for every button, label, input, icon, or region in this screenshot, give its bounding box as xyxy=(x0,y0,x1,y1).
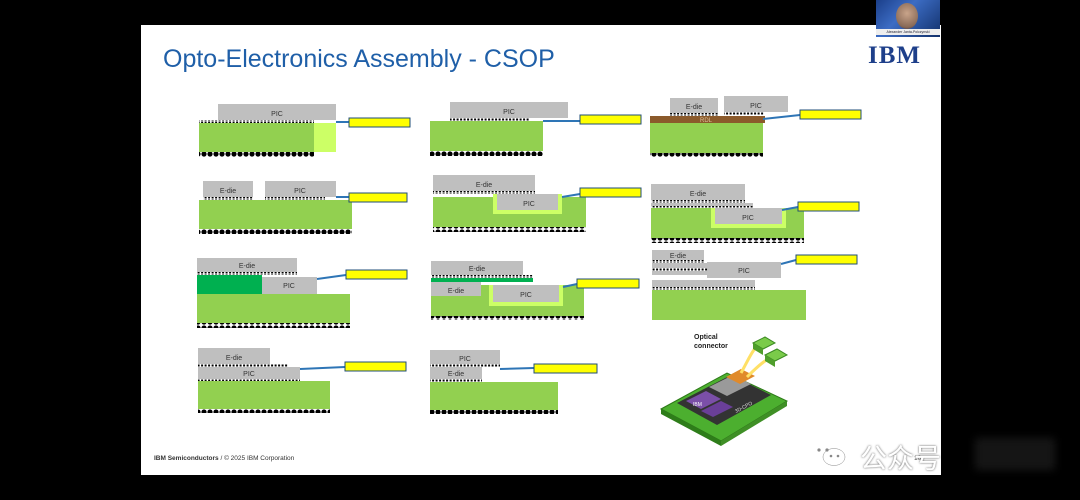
optical-connector-illustration: Optical connector IBM 3D-CPO xyxy=(659,334,789,446)
diagram-r3c1: E-die PIC xyxy=(197,258,408,328)
svg-text:PIC: PIC xyxy=(503,109,515,116)
svg-text:E-die: E-die xyxy=(686,104,702,111)
diagram-r4c2: PIC E-die xyxy=(430,350,598,414)
diagram-r1c1: PIC xyxy=(199,104,411,157)
slide: Opto-Electronics Assembly - CSOP IBM PIC xyxy=(141,25,941,475)
svg-text:E-die: E-die xyxy=(690,191,706,198)
svg-text:E-die: E-die xyxy=(220,188,236,195)
svg-text:IBM: IBM xyxy=(693,402,702,408)
presenter-face xyxy=(896,3,918,29)
svg-text:E-die: E-die xyxy=(226,355,242,362)
presenter-name: Alexander Janta-Polczynski xyxy=(876,29,940,35)
svg-text:connector: connector xyxy=(694,343,728,350)
diagram-r3c3: E-die PIC xyxy=(652,250,858,320)
svg-text:Optical: Optical xyxy=(694,334,718,341)
diagram-r2c2: E-die PIC xyxy=(433,175,642,232)
footer-brand: IBM Semiconductors xyxy=(154,455,219,462)
svg-text:E-die: E-die xyxy=(476,182,492,189)
footer-copyright: / © 2025 IBM Corporation xyxy=(220,455,295,462)
svg-text:E-die: E-die xyxy=(448,288,464,295)
svg-text:E-die: E-die xyxy=(448,371,464,378)
slide-title: Opto-Electronics Assembly - CSOP xyxy=(163,45,555,73)
svg-text:PIC: PIC xyxy=(520,292,532,299)
presenter-webcam: Alexander Janta-Polczynski xyxy=(876,0,940,37)
diagram-r2c1: E-die PIC xyxy=(199,181,408,234)
watermark-blur xyxy=(975,438,1055,470)
svg-text:E-die: E-die xyxy=(469,266,485,273)
svg-text:PIC: PIC xyxy=(738,268,750,275)
pic-label: PIC xyxy=(271,111,283,118)
ibm-logo: IBM xyxy=(868,42,921,69)
rdl-label: RDL xyxy=(700,118,713,124)
svg-text:PIC: PIC xyxy=(243,371,255,378)
diagram-r3c2: E-die E-die PIC xyxy=(431,261,640,320)
svg-text:E-die: E-die xyxy=(670,253,686,260)
svg-text:PIC: PIC xyxy=(742,215,754,222)
diagram-r1c2: PIC xyxy=(430,102,642,156)
svg-text:PIC: PIC xyxy=(283,283,295,290)
diagram-r1c3: RDL E-die PIC xyxy=(650,96,862,157)
watermark-text: 公众号 xyxy=(860,444,941,475)
pic-die xyxy=(218,104,336,120)
wechat-icon xyxy=(810,442,846,466)
slide-footer: IBM Semiconductors / © 2025 IBM Corporat… xyxy=(154,455,294,462)
diagram-r4c1: E-die PIC xyxy=(198,348,407,413)
svg-text:E-die: E-die xyxy=(239,263,255,270)
svg-text:PIC: PIC xyxy=(294,188,306,195)
assembly-diagrams: PIC PIC RDL E-die PIC xyxy=(197,96,862,446)
svg-text:PIC: PIC xyxy=(459,356,471,363)
page-number: 10 xyxy=(914,455,922,462)
svg-text:PIC: PIC xyxy=(750,103,762,110)
svg-text:PIC: PIC xyxy=(523,201,535,208)
fiber xyxy=(348,117,411,128)
diagram-r2c3: E-die PIC xyxy=(651,184,860,243)
